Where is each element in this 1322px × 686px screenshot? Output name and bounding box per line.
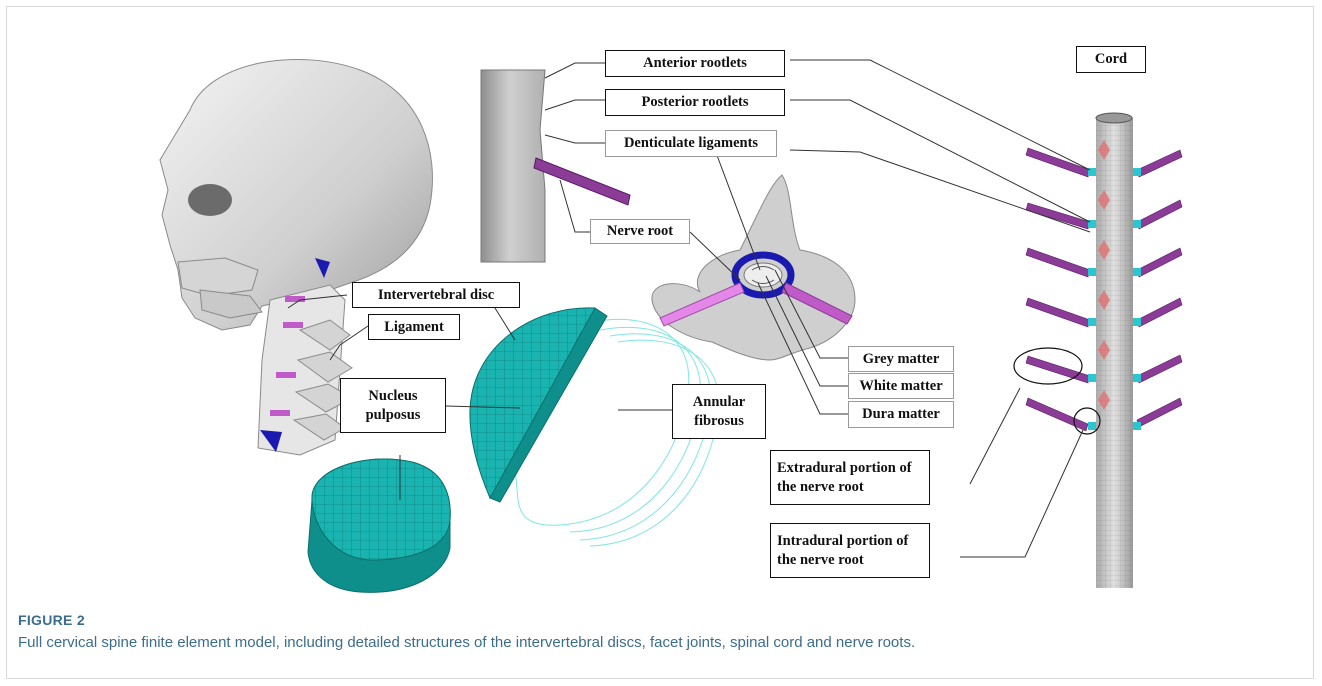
spinal-cord-model <box>1096 113 1133 588</box>
label-posterior-rootlets: Posterior rootlets <box>605 89 785 116</box>
label-annular-fibrosus: Annular fibrosus <box>672 384 766 439</box>
label-dura-matter: Dura matter <box>848 401 954 428</box>
label-white-matter: White matter <box>848 373 954 399</box>
label-nerve-root: Nerve root <box>590 219 690 244</box>
vertebra-model <box>652 175 855 360</box>
intervertebral-disc-model <box>470 308 607 502</box>
label-grey-matter: Grey matter <box>848 346 954 372</box>
label-denticulate-ligaments: Denticulate ligaments <box>605 130 777 157</box>
label-intradural-portion: Intradural portion of the nerve root <box>770 523 930 578</box>
figure-caption-title: FIGURE 2 <box>18 612 85 628</box>
label-anterior-rootlets: Anterior rootlets <box>605 50 785 77</box>
label-ligament: Ligament <box>368 314 460 340</box>
figure-caption-text: Full cervical spine finite element model… <box>18 634 915 651</box>
label-nucleus-pulposus: Nucleus pulposus <box>340 378 446 433</box>
label-intervertebral-disc: Intervertebral disc <box>352 282 520 308</box>
label-extradural-portion: Extradural portion of the nerve root <box>770 450 930 505</box>
nucleus-pulposus-model <box>308 459 450 592</box>
label-cord: Cord <box>1076 46 1146 73</box>
